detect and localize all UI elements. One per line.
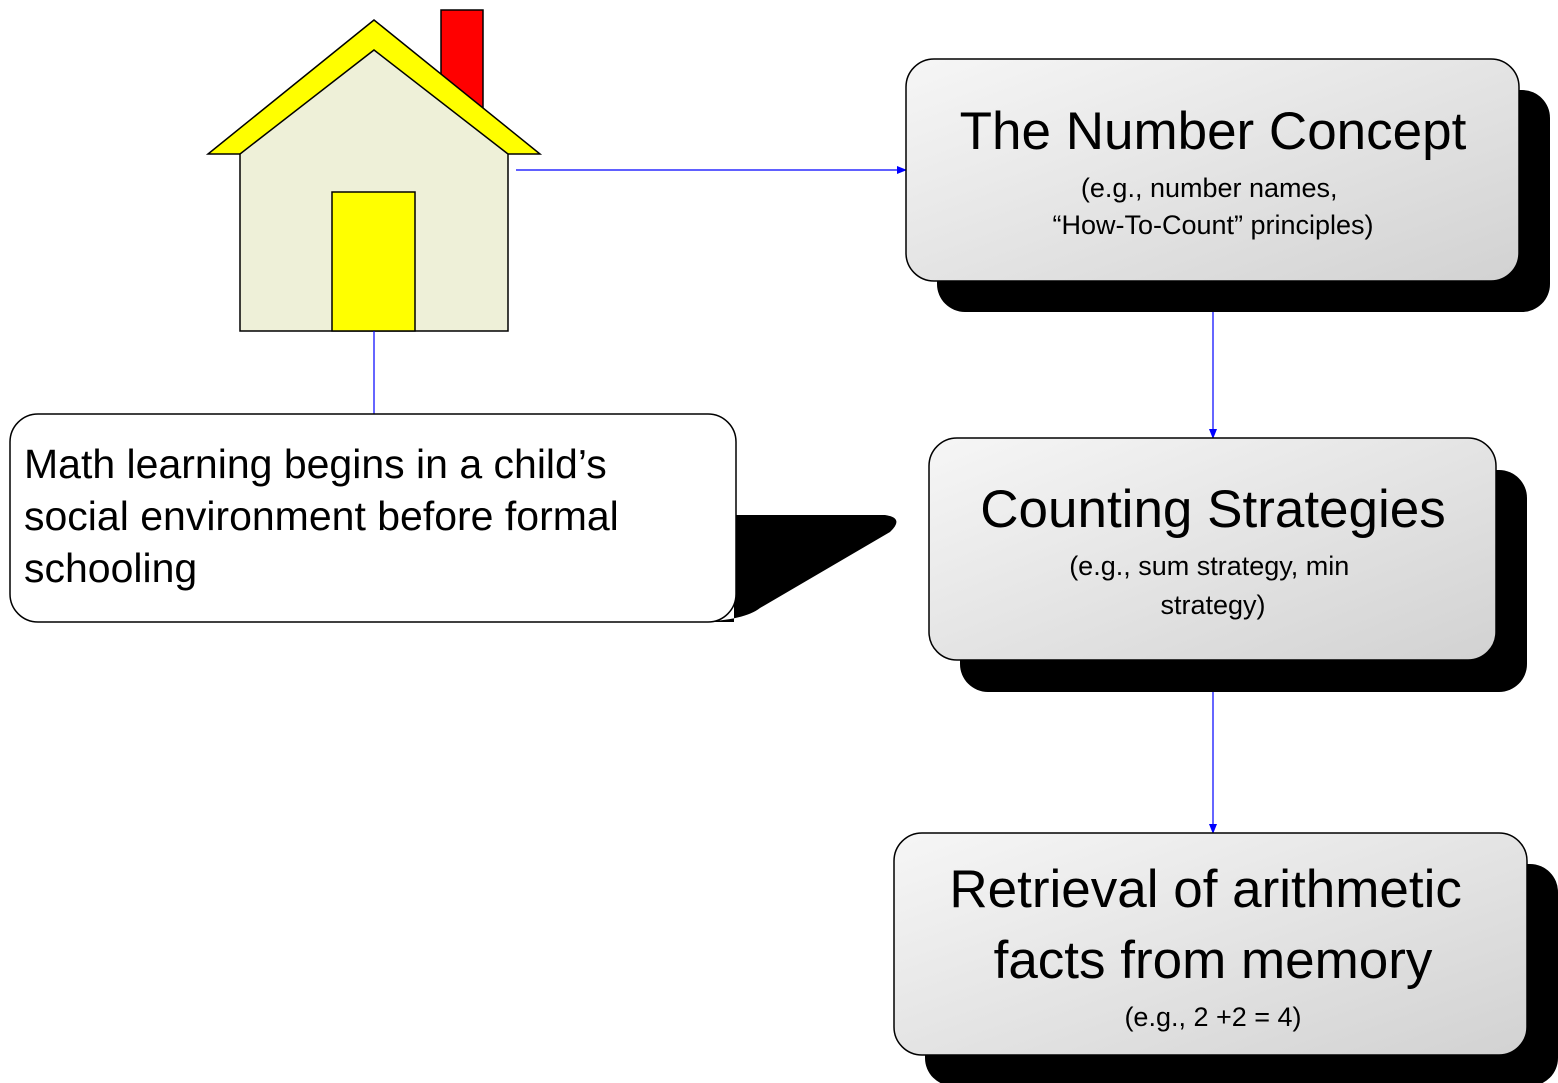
node-title-line: Counting Strategies (980, 480, 1446, 539)
node-subtitle-line: strategy) (1160, 590, 1265, 620)
node-counting-strategies: Counting Strategies (e.g., sum strategy,… (928, 437, 1527, 692)
node-subtitle: (e.g., number names, “How-To-Count” prin… (1052, 173, 1373, 240)
callout-line: Math learning begins in a child’s (24, 441, 607, 487)
node-subtitle-line: (e.g., number names, (1081, 173, 1338, 203)
house-door (331, 191, 416, 332)
node-number-concept: The Number Concept (e.g., number names, … (905, 58, 1550, 312)
house-icon (205, 9, 543, 332)
node-subtitle: (e.g., sum strategy, min strategy) (1069, 551, 1357, 620)
callout-bubble (9, 413, 737, 623)
callout-line: social environment before formal (24, 493, 619, 539)
node-title-line: Retrieval of arithmetic (949, 860, 1462, 919)
node-subtitle-line: (e.g., sum strategy, min (1069, 551, 1349, 581)
node-subtitle-line: (e.g., 2 +2 = 4) (1124, 1002, 1301, 1032)
node-title-line: The Number Concept (960, 102, 1467, 161)
callout-line: schooling (24, 545, 197, 591)
node-box (905, 58, 1520, 282)
node-retrieval: Retrieval of arithmetic facts from memor… (893, 832, 1558, 1083)
callout: Math learning begins in a child’s social… (9, 413, 897, 623)
node-title: Counting Strategies (980, 480, 1446, 539)
node-title: The Number Concept (960, 102, 1467, 161)
callout-text: Math learning begins in a child’s social… (24, 441, 630, 591)
node-subtitle-line: “How-To-Count” principles) (1052, 210, 1373, 240)
node-box (928, 437, 1497, 661)
node-box (893, 832, 1528, 1056)
node-subtitle: (e.g., 2 +2 = 4) (1124, 1002, 1301, 1032)
node-title-line: facts from memory (994, 931, 1433, 990)
callout-shadow (700, 515, 897, 622)
node-title: Retrieval of arithmetic facts from memor… (949, 860, 1476, 990)
